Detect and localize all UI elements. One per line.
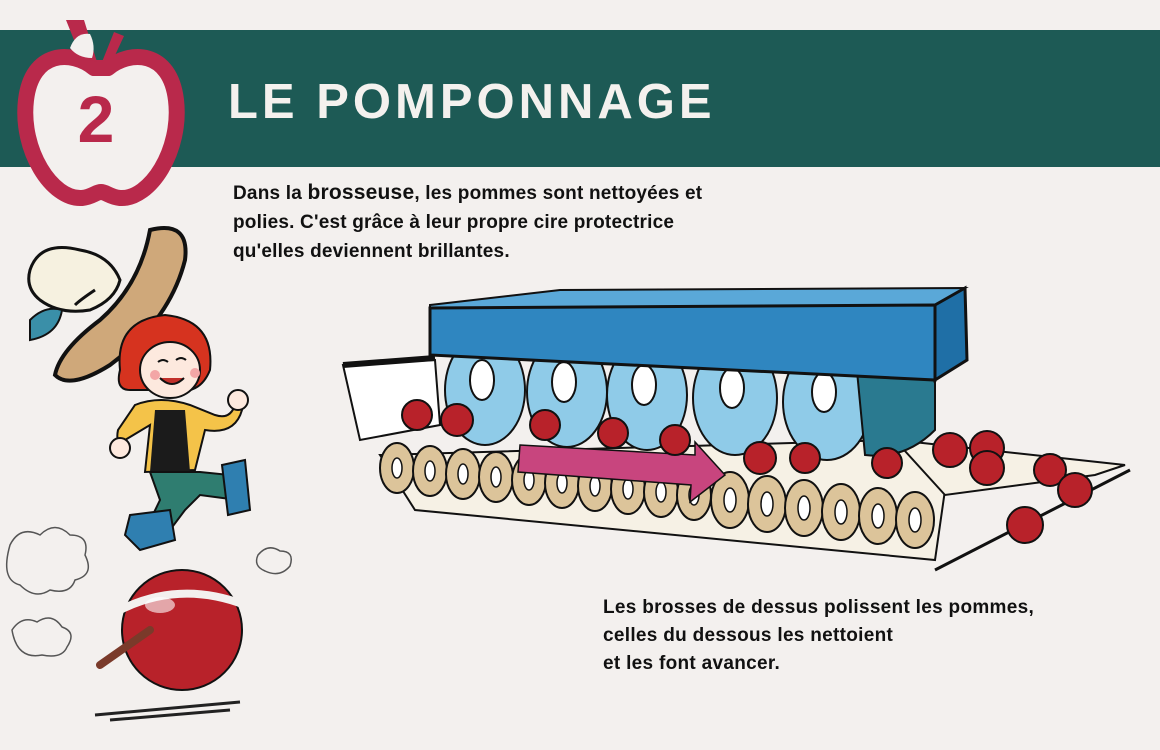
direction-arrow-icon [517, 440, 727, 504]
intro-keyword: brosseuse [307, 181, 415, 204]
intro-paragraph: Dans la brosseuse, les pommes sont netto… [233, 178, 793, 266]
machine-cover [428, 285, 969, 383]
caption-paragraph: Les brosses de dessus polissent les pomm… [603, 594, 1123, 678]
intro-text: qu'elles deviennent brillantes. [233, 241, 510, 262]
intro-text: polies. C'est grâce à leur propre cire p… [233, 212, 675, 233]
elf-head-icon [117, 313, 212, 399]
page-title: LE POMPONNAGE [228, 75, 716, 129]
caption-text: Les brosses de dessus polissent les pomm… [603, 597, 1035, 618]
caption-text: celles du dessous les nettoient [603, 625, 894, 646]
title-banner [0, 30, 1160, 167]
dust-cloud-icon [5, 526, 90, 595]
step-number: 2 [77, 82, 115, 156]
intro-text: Dans la [233, 183, 308, 204]
elf-character-illustration [5, 226, 292, 722]
flying-hat-icon [27, 226, 188, 383]
brushing-machine-illustration [341, 285, 1131, 572]
elf-body-icon [109, 389, 252, 552]
caption-text: et les font avancer. [603, 653, 781, 674]
intro-text: , les pommes sont nettoyées et [414, 183, 703, 204]
apple-badge-icon [17, 20, 185, 206]
apples [401, 399, 1093, 544]
dust-cloud-icon [255, 547, 292, 575]
shadow-lines [94, 700, 241, 722]
dust-cloud-icon [11, 617, 72, 657]
bouncing-apple-icon [96, 569, 247, 691]
